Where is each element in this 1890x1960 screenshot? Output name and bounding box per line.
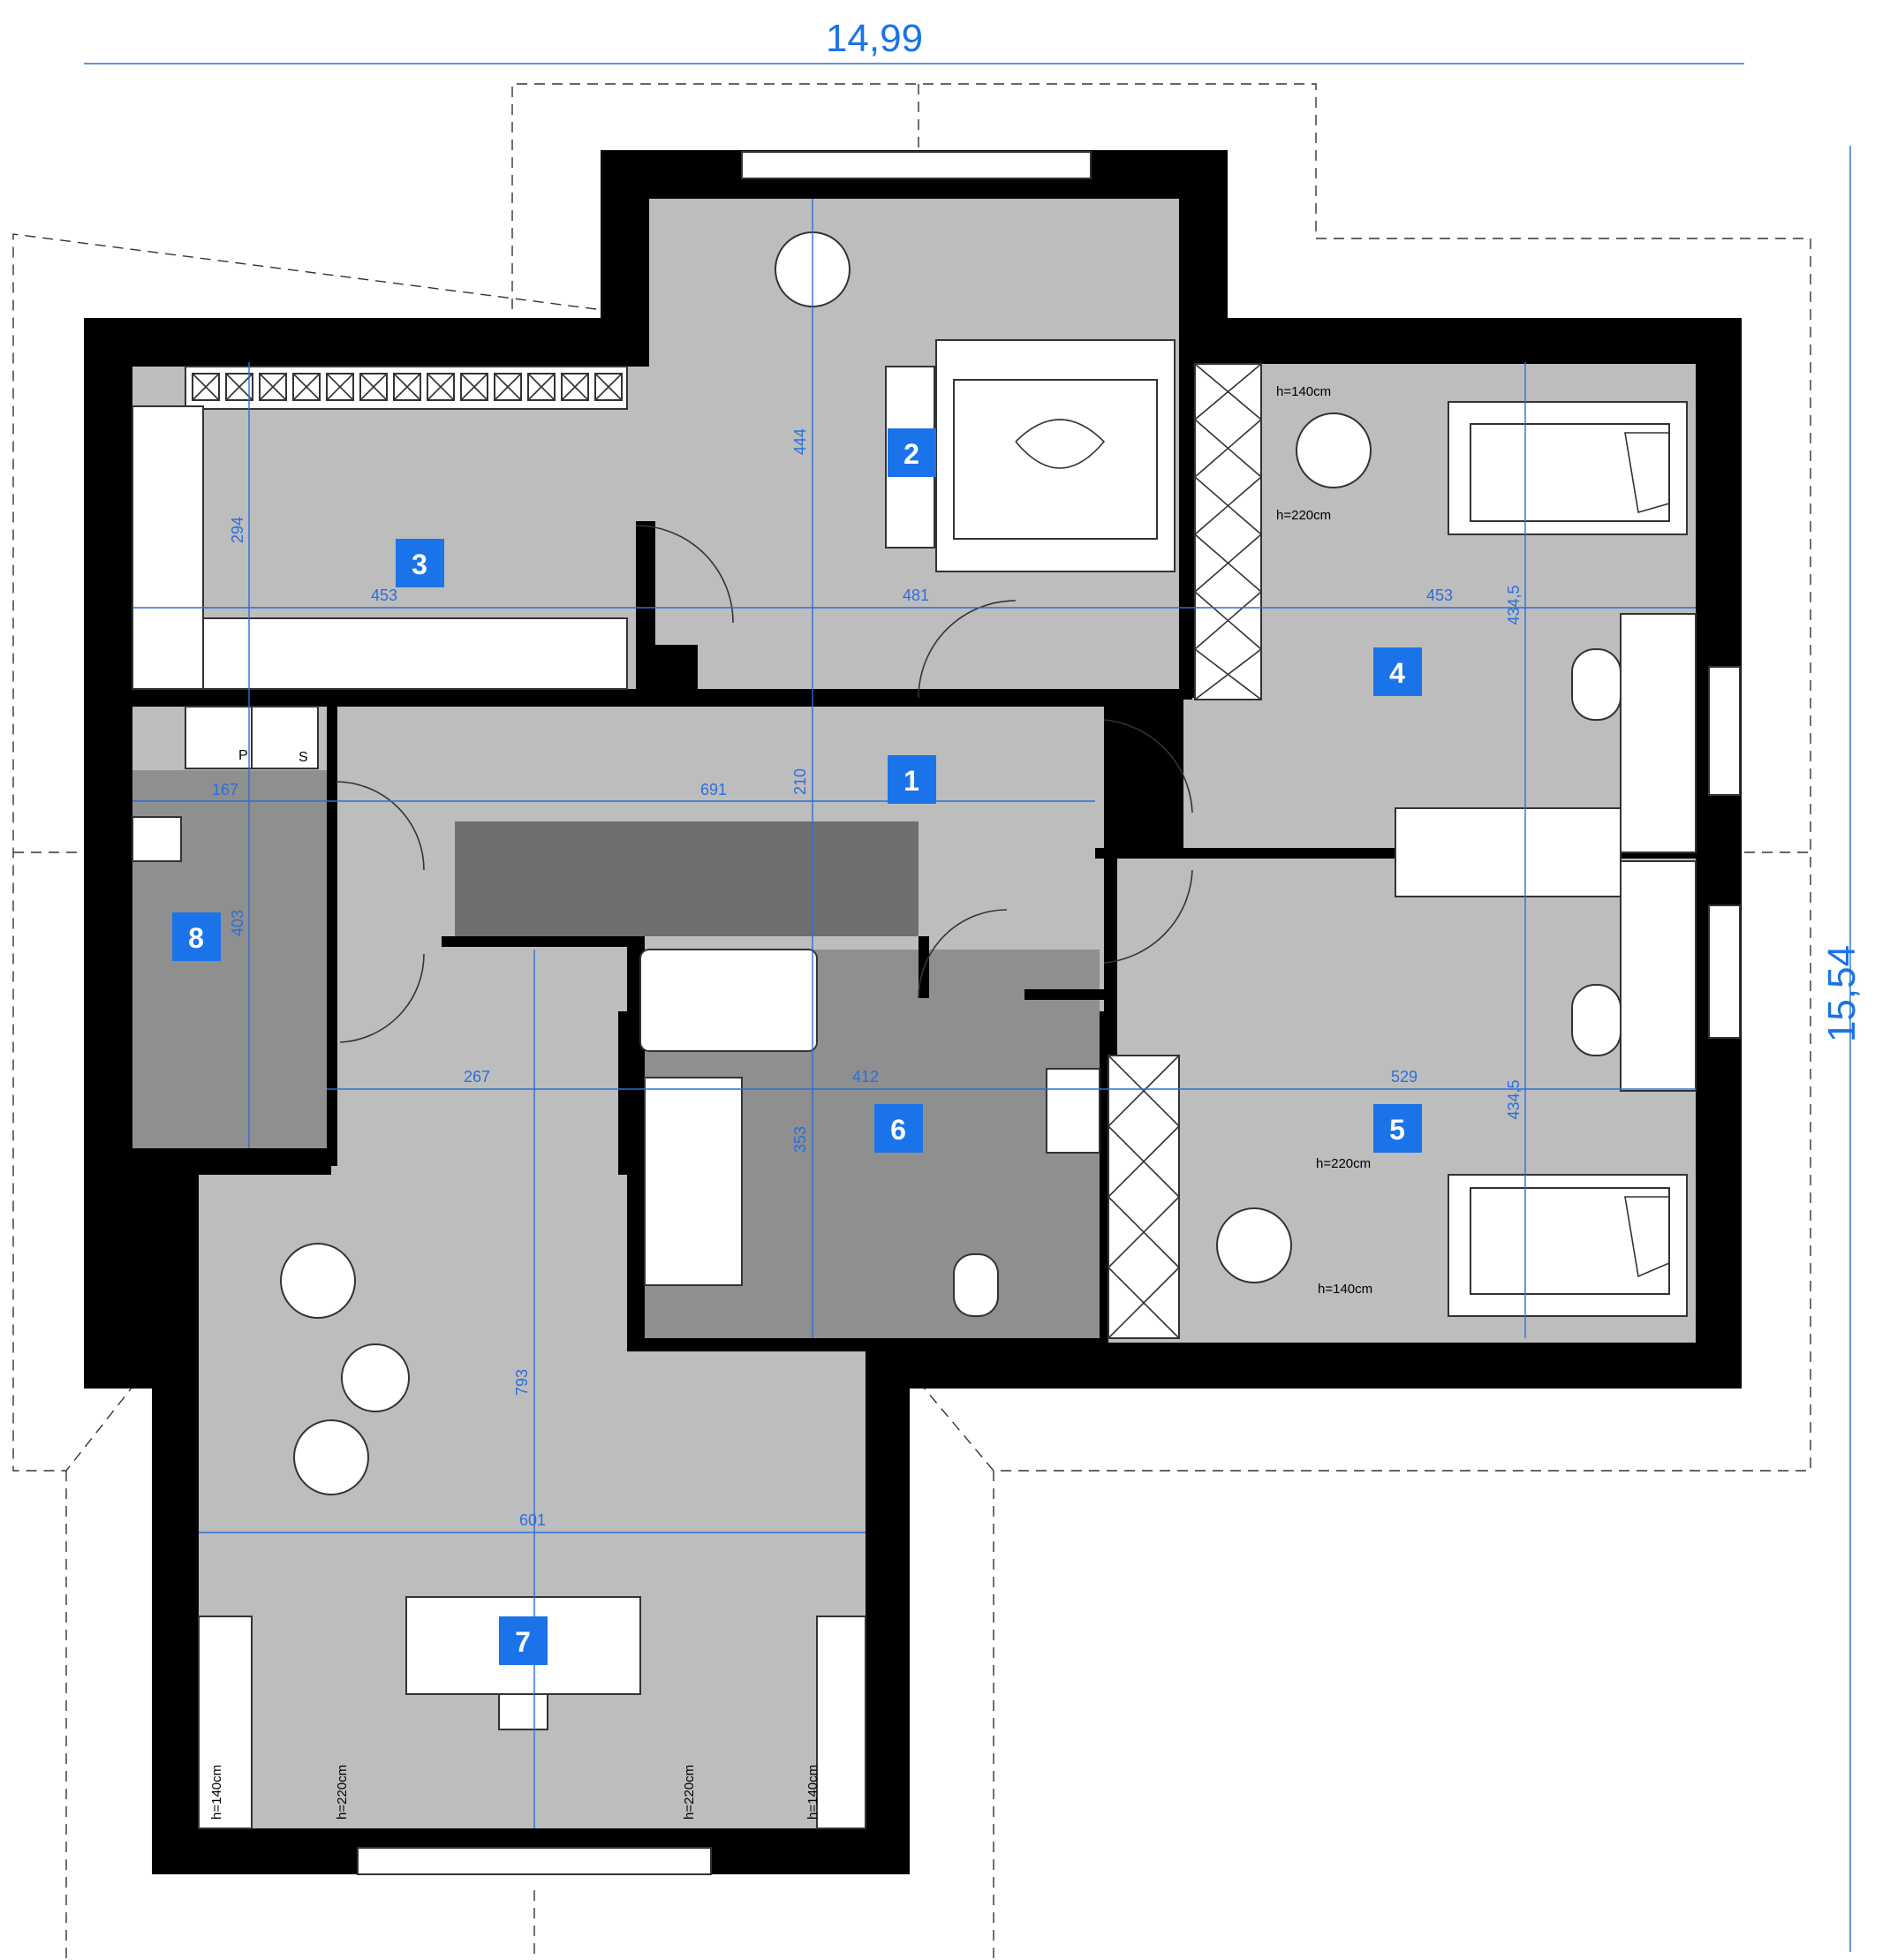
dim-453b: 453 (1426, 586, 1453, 604)
room-badge-5: 5 (1373, 1104, 1422, 1153)
sink-room5 (1571, 984, 1622, 1056)
svg-text:4: 4 (1389, 657, 1405, 689)
h140-room4: h=140cm (1276, 384, 1331, 399)
h220-room7b: h=220cm (682, 1765, 697, 1820)
dim-4345a: 434,5 (1505, 585, 1523, 624)
wardrobe-box-cross (527, 373, 556, 401)
room-badge-2: 2 (888, 428, 936, 477)
svg-text:5: 5 (1389, 1114, 1405, 1146)
svg-text:8: 8 (188, 922, 204, 954)
single-bed-room5 (1448, 1174, 1688, 1317)
sink-room4 (1571, 648, 1622, 721)
desk-room5 (1620, 860, 1697, 1092)
dim-444: 444 (791, 428, 809, 455)
dim-210: 210 (791, 768, 809, 795)
room-badge-7: 7 (499, 1616, 548, 1665)
wardrobe-box-cross (460, 373, 488, 401)
svg-text:1: 1 (903, 765, 919, 797)
dim-4345b: 434,5 (1505, 1079, 1523, 1119)
wardrobe-box-cross (594, 373, 623, 401)
room-badge-6: 6 (874, 1104, 923, 1153)
dim-453a: 453 (371, 586, 397, 604)
wardrobe-top (185, 366, 628, 410)
sink-room8 (132, 816, 182, 862)
wardrobe-left (132, 405, 204, 690)
dim-353: 353 (791, 1126, 809, 1153)
wardrobe-box-cross (494, 373, 522, 401)
height-labels: h=140cm h=220cm h=220cm h=140cm h=140cm … (209, 384, 1372, 1820)
wardrobe-box-cross (259, 373, 287, 401)
overall-width: 14,99 (826, 17, 923, 60)
wardrobe-bottom (202, 617, 628, 690)
h140-room5: h=140cm (1318, 1282, 1372, 1297)
dimension-lines (84, 63, 1851, 1952)
dimension-labels: 14,99 15,54 453 481 453 294 444 434,5 16… (212, 17, 1864, 1529)
svg-text:7: 7 (515, 1626, 531, 1658)
dim-167: 167 (212, 781, 238, 798)
dim-412: 412 (852, 1068, 879, 1086)
h220-room5: h=220cm (1316, 1156, 1371, 1171)
dim-403: 403 (229, 910, 246, 936)
dim-691: 691 (700, 781, 727, 798)
doors (335, 525, 1193, 1043)
dim-481: 481 (903, 586, 929, 604)
shaft-s: S (299, 750, 308, 765)
wardrobe-box-cross (561, 373, 589, 401)
wardrobe-box-cross (326, 373, 354, 401)
overall-height: 15,54 (1820, 945, 1864, 1042)
dim-601: 601 (519, 1511, 546, 1529)
single-bed-room4 (1448, 401, 1688, 535)
wardrobe-box-cross (359, 373, 388, 401)
wardrobe-box-cross (393, 373, 421, 401)
windows (357, 151, 1741, 1875)
h140-room7a: h=140cm (209, 1765, 224, 1820)
room-badge-8: 8 (172, 912, 221, 961)
wardrobe-box-cross (427, 373, 455, 401)
dim-529: 529 (1391, 1068, 1418, 1086)
shafts: P S (185, 706, 319, 769)
shaft-p: P (238, 748, 248, 763)
desk-room4 (1395, 613, 1697, 897)
dim-267: 267 (464, 1068, 490, 1086)
h220-room7a: h=220cm (335, 1765, 350, 1820)
wardrobe-box-cross (225, 373, 253, 401)
svg-text:2: 2 (903, 438, 919, 470)
wardrobe-room5 (1108, 1055, 1180, 1339)
wardrobe-room4 (1194, 363, 1262, 700)
dim-294: 294 (229, 517, 246, 543)
h140-room7b: h=140cm (805, 1765, 820, 1820)
h220-room4: h=220cm (1276, 508, 1331, 523)
wardrobe-box-cross (192, 373, 220, 401)
room-badge-3: 3 (396, 539, 444, 587)
wardrobe-box-cross (292, 373, 321, 401)
dim-793: 793 (513, 1369, 531, 1396)
bathtub (639, 949, 1100, 1317)
room-badge-1: 1 (888, 755, 936, 804)
svg-text:3: 3 (412, 549, 427, 580)
svg-text:6: 6 (890, 1114, 906, 1146)
armchairs (280, 231, 1372, 1495)
double-bed (935, 339, 1176, 572)
room-badge-4: 4 (1373, 647, 1422, 696)
